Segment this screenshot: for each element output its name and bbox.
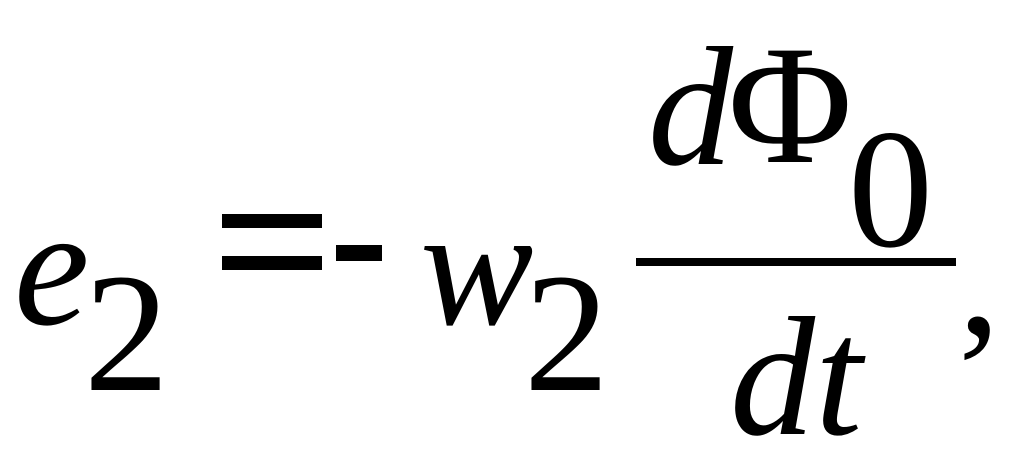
fraction-denominator: dt bbox=[730, 283, 863, 471]
fraction-numerator-subscript: 0 bbox=[848, 95, 933, 283]
formula-canvas: e 2 w 2 d Φ 0 dt , bbox=[14, 11, 1001, 462]
minus-sign bbox=[336, 245, 382, 261]
formula-lhs-symbol: e bbox=[14, 173, 90, 361]
equals-bottom-bar bbox=[222, 256, 322, 270]
formula-lhs-subscript: 2 bbox=[84, 239, 169, 427]
formula-coef-symbol: w bbox=[420, 173, 534, 361]
fraction-numerator-phi: Φ bbox=[728, 11, 853, 199]
equals-sign bbox=[222, 196, 322, 280]
equals-top-bar bbox=[222, 214, 322, 228]
fraction-numerator-d: d bbox=[648, 13, 733, 201]
fraction-bar bbox=[636, 258, 956, 266]
formula-coef-subscript: 2 bbox=[524, 239, 609, 427]
trailing-comma: , bbox=[958, 183, 1001, 371]
